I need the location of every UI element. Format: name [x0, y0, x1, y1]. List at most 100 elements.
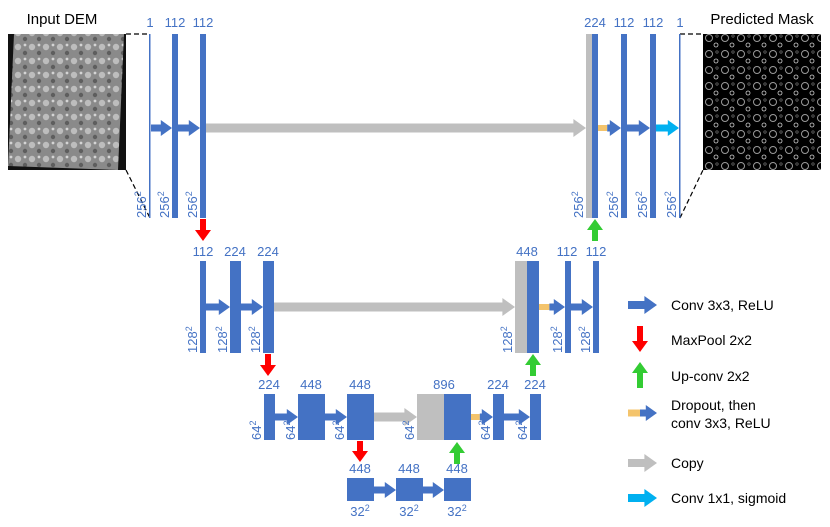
size-label: 2562: [634, 191, 650, 218]
size-label: 642: [282, 421, 298, 440]
image-connector-lines: [125, 33, 704, 219]
conv-arrow: [275, 409, 298, 425]
conv-block: [444, 478, 471, 501]
dropout-conv-arrow: [598, 120, 621, 136]
channel-label: 224: [487, 377, 509, 392]
channel-label: 112: [614, 15, 635, 30]
size-label: 1282: [184, 326, 200, 353]
size-label: 1282: [499, 326, 515, 353]
legend-label: Copy: [671, 455, 704, 471]
level-2-decoder: [515, 261, 599, 353]
conv-block: [298, 394, 325, 440]
channel-label: 224: [257, 244, 279, 259]
conv-arrow: [374, 482, 396, 498]
copy-arrow: [274, 298, 515, 316]
channel-label: 112: [165, 15, 186, 30]
conv-block: [200, 261, 206, 353]
level-2-size-labels: 1282 1282 1282 1282 1282 1282: [184, 326, 593, 353]
conv-arrow: [151, 120, 172, 136]
conv-arrow: [178, 120, 200, 136]
dropout-conv-arrow: [471, 409, 493, 425]
channel-label: 448: [349, 377, 371, 392]
size-label: 2562: [156, 191, 172, 218]
upconv-block: [444, 394, 471, 440]
channel-label: 1: [146, 15, 153, 30]
blue-arrow-icon: [628, 296, 657, 314]
conv-arrow: [504, 409, 530, 425]
output-channel-block: [679, 34, 681, 218]
legend-item: Copy: [628, 454, 704, 472]
channel-label: 448: [349, 461, 371, 476]
size-label: 322: [447, 503, 466, 519]
conv-block: [230, 261, 241, 353]
legend-label: Conv 3x3, ReLU: [671, 297, 774, 313]
conv-arrow: [571, 299, 593, 315]
conv-block: [263, 261, 274, 353]
size-label: 1282: [577, 326, 593, 353]
legend-item: Up-conv 2x2: [632, 362, 750, 388]
conv-arrow: [325, 409, 347, 425]
conv-block: [347, 394, 374, 440]
size-label: 2562: [133, 191, 149, 218]
upconv-arrow: [525, 354, 541, 376]
size-label: 642: [401, 421, 417, 440]
maxpool-arrow: [195, 219, 211, 241]
size-label: 2562: [663, 191, 679, 218]
gray-arrow-icon: [628, 454, 657, 472]
arrow-head: [640, 405, 657, 421]
legend-item: MaxPool 2x2: [632, 326, 752, 352]
channel-label: 448: [398, 461, 420, 476]
legend-label: Up-conv 2x2: [671, 368, 750, 384]
channel-label: 112: [193, 15, 214, 30]
conv-block: [530, 394, 541, 440]
size-label: 2562: [570, 191, 586, 218]
conv-arrow: [241, 299, 263, 315]
predicted-mask-image: [703, 34, 821, 170]
channel-label: 448: [516, 244, 538, 259]
conv-block: [593, 261, 599, 353]
level-3-encoder: [264, 394, 374, 440]
size-label: 642: [514, 421, 530, 440]
conv-arrow: [607, 120, 621, 136]
conv-block: [200, 34, 206, 218]
level-2-channel-labels: 112 224 224 448 112 112: [193, 244, 607, 259]
maxpool-arrow: [260, 354, 276, 376]
level-4-bottleneck: [347, 478, 471, 501]
legend-item: Conv 3x3, ReLU: [628, 296, 774, 314]
level-3-size-labels: 642 642 642 642 642 642: [248, 421, 530, 440]
cyan-arrow-icon: [628, 489, 657, 507]
channel-label: 896: [433, 377, 455, 392]
size-label: 1282: [214, 326, 230, 353]
size-label: 642: [331, 421, 347, 440]
copy-arrow: [374, 408, 417, 426]
level-2-encoder: [200, 261, 274, 353]
conv-block: [172, 34, 178, 218]
input-label: Input DEM: [27, 11, 98, 28]
channel-label: 448: [446, 461, 468, 476]
level-3-channel-labels: 224 448 448 896 224 224: [258, 377, 546, 392]
size-label: 2562: [184, 191, 200, 218]
conv-block: [650, 34, 656, 218]
level-1-decoder: [586, 34, 681, 218]
legend-item: Conv 1x1, sigmoid: [628, 489, 786, 507]
copy-arrow: [206, 119, 586, 137]
green-up-arrow-icon: [632, 362, 648, 388]
channel-label: 224: [258, 377, 280, 392]
conv-block: [565, 261, 571, 353]
channel-label: 112: [193, 244, 214, 259]
conv-block: [264, 394, 275, 440]
legend-label: MaxPool 2x2: [671, 332, 752, 348]
copied-feature-block: [417, 394, 444, 440]
copied-feature-block: [586, 34, 592, 218]
upconv-arrow: [587, 219, 603, 241]
copied-feature-block: [515, 261, 527, 353]
maxpool-arrow: [352, 441, 368, 462]
size-label: 2562: [605, 191, 621, 218]
level-1-channel-labels: 1 112 112 224 112 112 1: [146, 15, 683, 30]
dropout-arrow-icon: [628, 405, 657, 421]
level-4-size-labels: 322 322 322: [350, 503, 466, 519]
input-channel-block: [149, 34, 151, 218]
size-label: 1282: [247, 326, 263, 353]
